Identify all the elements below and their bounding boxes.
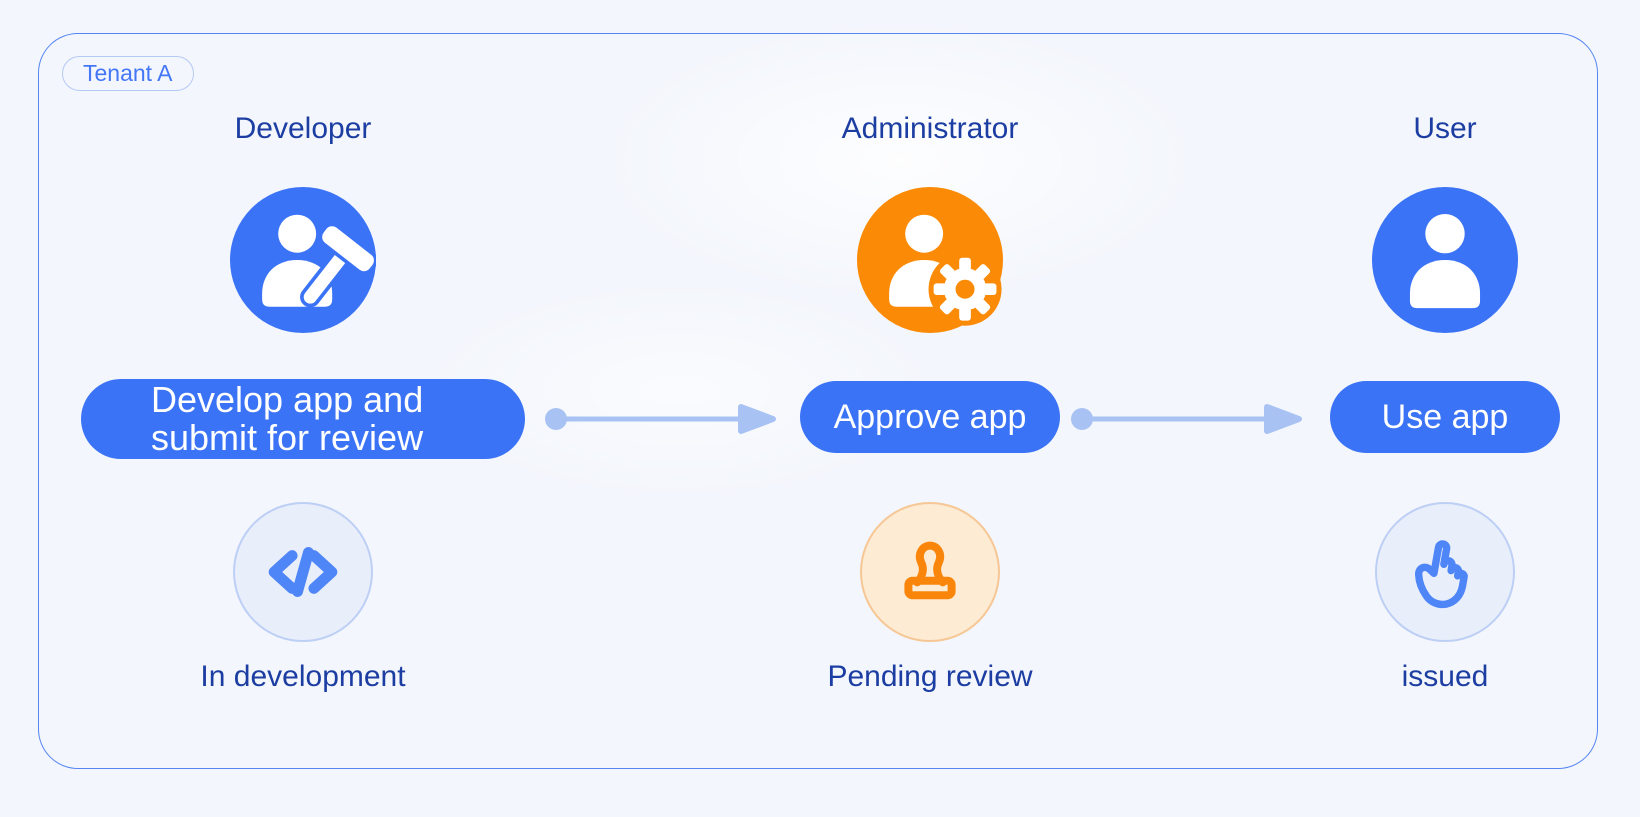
tenant-badge-label: Tenant A [83,60,173,86]
admin-gear-avatar-icon [889,214,1002,326]
status-issued [1375,502,1515,642]
status-label-issued: issued [1401,660,1489,693]
stamp-icon [904,541,956,600]
developer-avatar [230,187,376,333]
action-develop-line1: Develop app and [151,379,424,420]
developer-hammer-avatar-icon [262,214,376,308]
action-approve-app: Approve app [800,381,1060,453]
action-develop-app: Develop app and submit for review [81,379,525,459]
tenant-badge: Tenant A [62,56,194,91]
role-label-administrator: Administrator [841,112,1019,145]
role-label-user: User [1413,112,1477,145]
arrow-developer-to-admin [545,404,776,434]
status-pending-review [860,502,1000,642]
action-use-app: Use app [1330,381,1560,453]
status-label-in-development: In development [200,660,406,693]
pointer-hand-icon [1414,540,1468,609]
action-develop-line2: submit for review [151,417,424,458]
arrow-admin-to-user [1071,404,1302,434]
role-label-developer: Developer [234,112,372,145]
status-label-pending-review: Pending review [827,660,1033,693]
user-avatar [1372,187,1518,333]
user-avatar-icon [1409,214,1481,309]
administrator-avatar [857,187,1003,333]
code-icon [268,547,338,597]
tenant-panel [38,33,1598,769]
status-in-development [233,502,373,642]
